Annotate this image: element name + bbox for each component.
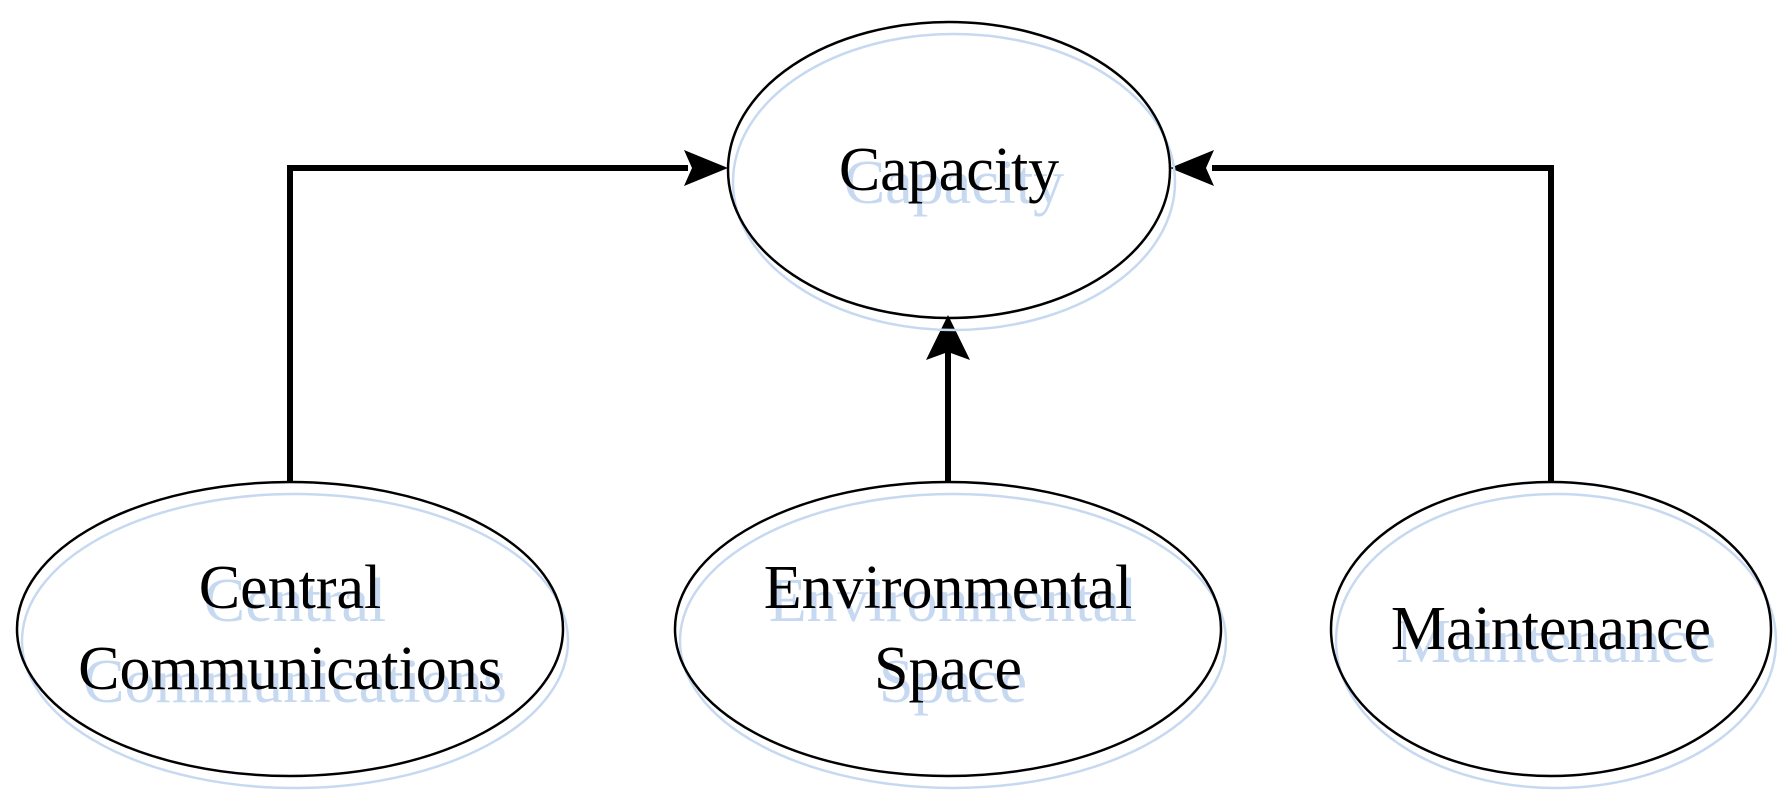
environmental-space-ellipse	[673, 480, 1223, 778]
environmental-space-ellipse-echo	[678, 492, 1228, 790]
edge-central-communications-to-capacity	[287, 165, 688, 482]
capacity-ellipse-echo	[731, 32, 1177, 332]
arrowhead-right-icon	[684, 150, 728, 186]
maintenance-ellipse	[1329, 480, 1773, 778]
maintenance-ellipse-echo	[1334, 492, 1778, 790]
central-communications-ellipse	[15, 480, 565, 778]
arrowhead-up-icon	[926, 315, 970, 360]
central-communications-ellipse-echo	[20, 492, 570, 790]
edge-maintenance-to-capacity	[1212, 165, 1554, 482]
capacity-ellipse	[726, 20, 1172, 320]
arrowhead-left-icon	[1170, 150, 1214, 186]
